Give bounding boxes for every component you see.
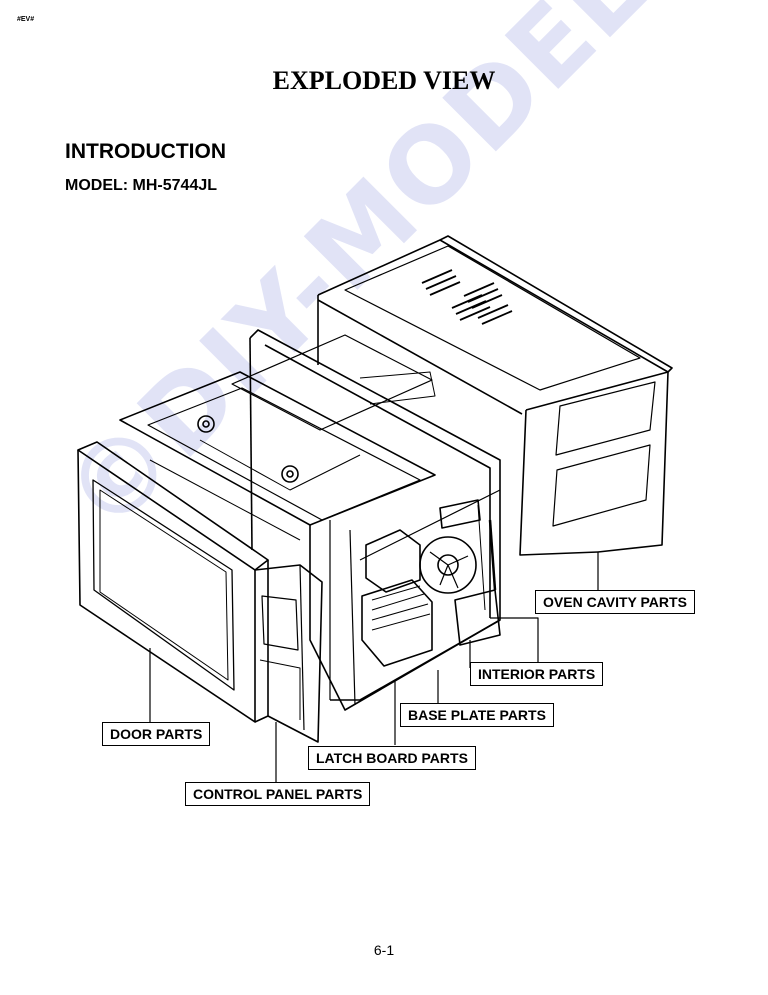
internal-components [361,499,501,667]
label-latch-board-parts: LATCH BOARD PARTS [308,746,476,770]
page-number: 6-1 [373,942,395,958]
chassis [119,329,501,711]
doc-tag: #EV# [17,16,35,23]
page-title: EXPLODED VIEW [272,66,496,95]
model-number: MODEL: MH-5744JL [65,177,218,194]
door [77,441,269,723]
label-interior-parts: INTERIOR PARTS [470,662,604,686]
label-door-parts: DOOR PARTS [102,722,211,746]
control-panel [254,564,323,743]
outer-case [317,235,673,556]
leader-lines [149,552,599,783]
label-oven-cavity-parts: OVEN CAVITY PARTS [535,590,695,614]
label-base-plate-parts: BASE PLATE PARTS [400,703,554,727]
section-heading: INTRODUCTION [65,140,226,163]
label-control-panel-parts: CONTROL PANEL PARTS [185,782,371,806]
